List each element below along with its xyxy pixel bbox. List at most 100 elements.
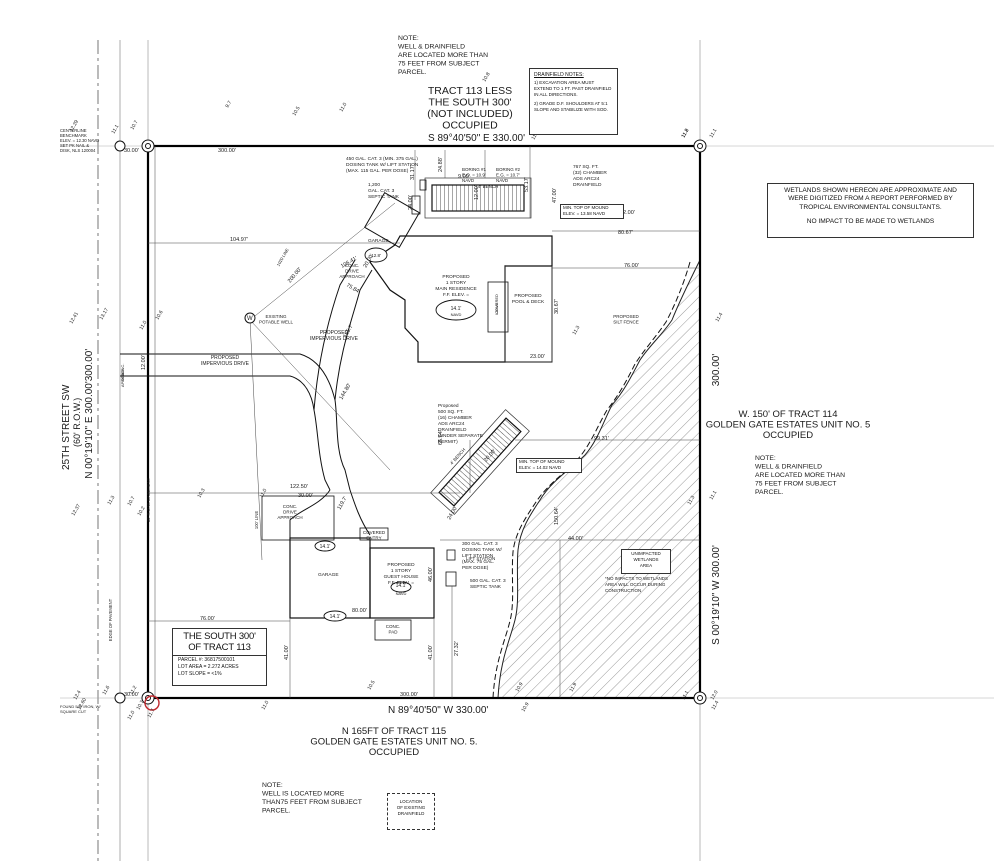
conc-drive-apron-line-1: CONC.	[120, 364, 125, 377]
wetlands-note-line-3: TROPICAL ENVIRONMENTAL CONSULTANTS.	[799, 203, 942, 211]
ffe-main: 14.1'	[451, 306, 462, 312]
bearing-west: N 00°19'10" E 300.00'	[84, 381, 95, 479]
spot-elevation-29: 11.0	[261, 700, 271, 711]
unimpacted-line-3: AREA	[639, 563, 653, 568]
south-tract-line-1: N 165FT OF TRACT 115	[342, 726, 446, 737]
drainfield-top-note-line-4: DRAINFIELD	[573, 182, 602, 188]
title-block: THE SOUTH 300' OF TRACT 113 PARCEL #: 36…	[172, 628, 267, 686]
lot-slope: LOT SLOPE = <1%	[178, 671, 222, 677]
bearing-north: S 89°40'50" E 330.00'	[428, 133, 525, 144]
location-box-line-1: LOCATION	[399, 799, 423, 804]
dim-d4600: 46.00'	[428, 567, 434, 582]
found-iron-marker	[144, 695, 160, 711]
drainfield-top	[431, 184, 525, 212]
unimpacted-line-1: UNIMPACTED	[631, 551, 661, 556]
dim-d2400b: 24.00'	[408, 195, 414, 210]
bottom-note-line-1: NOTE:	[262, 782, 283, 789]
spot-elevation-20: 11.0	[259, 488, 269, 499]
dim-d1200a: 12.00'	[141, 355, 147, 370]
dosing-tank-bottom	[446, 549, 456, 561]
bottom-note-line-2: WELL IS LOCATED MORE	[262, 791, 345, 798]
silt-fence-label-line-2: SILT FENCE	[613, 320, 639, 325]
dim-d9000: 9.00'	[458, 174, 470, 180]
lanai-label-line-1: COVERED	[494, 294, 499, 314]
drive-lower	[289, 489, 371, 540]
benchmark-label-line-2: BENCHMARK	[60, 133, 87, 138]
dim-d47: 47.00'	[552, 188, 558, 203]
covered-lanai	[487, 281, 509, 333]
dosing-note-line-5: PER DOSE)	[462, 565, 489, 571]
north-tract-line-2: THE SOUTH 300'	[428, 97, 511, 109]
spot-elevation-21: 11.3	[687, 495, 697, 506]
boring2-label-line-2: E.G. = 10.7'	[496, 173, 520, 178]
spot-elevation-12: 11.0	[139, 320, 149, 331]
boring1-label-line-2: E.G. = 10.9'	[462, 173, 486, 178]
conc-drive-approach-bottom-line-3: APPROACH	[277, 515, 302, 520]
parcel-number: PARCEL #: 36817500101	[178, 657, 235, 663]
dim-d3067: 30.67'	[554, 299, 560, 314]
top-note-line-4: 75 FEET FROM SUBJECT	[398, 61, 479, 68]
east-tract-line-3: OCCUPIED	[763, 430, 813, 441]
location-box-line-3: DRAINFIELD	[397, 811, 425, 816]
dim-d2300: 23.00'	[530, 354, 545, 360]
dosing-tank-top	[419, 179, 427, 191]
bearing-south: N 89°40'50" W 330.00'	[388, 705, 488, 716]
septic-note-line-2: SEPTIC TANK	[470, 584, 502, 590]
spot-elevation-25: 11.6	[102, 685, 112, 696]
existing-well-icon	[244, 312, 256, 324]
road-row: (60' R.O.W.)	[72, 398, 82, 447]
drainfield-bottom-note-line-2: 500 SQ. FT.	[438, 409, 464, 415]
spot-elevation-19: 10.3	[197, 487, 207, 499]
conc-pad	[374, 619, 412, 641]
impervious-drive-1-line-2: IMPERVIOUS DRIVE	[201, 361, 250, 367]
no-impacts-label-line-3: CONSTRUCTION	[605, 588, 641, 593]
wetlands-note-line-2: WERE DIGITIZED FROM A REPORT PERFORMED B…	[788, 195, 953, 203]
bottom-note-line-4: PARCEL.	[262, 808, 291, 815]
guest-house-label-line-1: PROPOSED	[387, 562, 415, 568]
spot-elevation-2: 11.1	[111, 124, 121, 135]
wetlands-note-line-5: NO IMPACT TO BE MADE TO WETLANDS	[806, 218, 935, 226]
wetlands-note-box: WETLANDS SHOWN HEREON ARE APPROXIMATE AN…	[767, 183, 974, 238]
dim-d7584: 75.84'	[345, 283, 361, 296]
ffe-main-navd: NAVD	[451, 312, 462, 317]
spot-elevation-10: 12.41	[69, 311, 81, 325]
benchmark-label-line-1: CENTERLINE	[60, 128, 87, 133]
wetlands-area	[497, 259, 701, 699]
bearing-east: S 00°19'10" W 300.00'	[711, 545, 722, 645]
top-dosing-note-line-1: 450 GAL. CAT. 3 (MIN. 375 GAL.)	[346, 156, 418, 162]
spot-elevation-33: 11.8	[681, 128, 691, 139]
east-tract-line-2: GOLDEN GATE ESTATES UNIT NO. 5	[706, 420, 871, 431]
bottom-note-line-3: THAN75 FEET FROM SUBJECT	[262, 799, 362, 806]
guest-house-label-line-4: F.F. ELEV. =	[388, 580, 414, 586]
existing-well-label-line-2: POTABLE WELL	[259, 320, 293, 325]
dim-d11937: 119.7'	[337, 496, 349, 511]
spot-elevation-11: 13.17	[99, 307, 111, 321]
spot-elevation-1: 12.29	[69, 119, 81, 133]
drainfield-top-note-line-1: 767 SQ. FT.	[573, 164, 599, 170]
elevation-ovals	[314, 247, 477, 622]
svg-text:W: W	[247, 316, 253, 322]
dim-d300_top: 300.00'	[218, 148, 236, 154]
conc-drive-apron-line-2: DRIVE	[120, 369, 125, 382]
dim-d2732: 27.32'	[454, 641, 460, 656]
covered-entry	[359, 527, 389, 541]
top-note-line-5: PARCEL.	[398, 69, 427, 76]
guest-house-label-line-2: 1 STORY	[391, 568, 412, 574]
dimension-lines	[148, 146, 700, 698]
main-residence-label-line-4: F.F. ELEV. =	[443, 292, 469, 298]
mound-top-line-1: MIN. TOP OF MOUND	[563, 205, 609, 210]
easement-label: 30' R.O.W. EASEMENT	[146, 477, 151, 522]
dim-d76a: 76.00'	[624, 263, 639, 269]
impervious-drive-upper	[120, 353, 351, 491]
garage-top-label: GARAGE	[368, 238, 389, 244]
ffe-garage-top: 12.8'	[371, 253, 381, 258]
spot-elevation-5: 10.5	[292, 105, 302, 117]
spot-elevation-7: 10.8	[482, 71, 492, 83]
top-note-line-3: ARE LOCATED MORE THAN	[398, 52, 488, 59]
spot-elevation-32: 11.9	[569, 682, 579, 693]
spot-elevation-38: 11.7	[147, 708, 157, 719]
road-name: 25TH STREET SW	[61, 384, 72, 470]
drainfield-bottom-note-line-5: DRAINFIELD	[438, 427, 467, 433]
east-note-line-4: 75 FEET FROM SUBJECT	[755, 481, 836, 488]
line-1020-label: 1020 LINE	[276, 247, 290, 267]
